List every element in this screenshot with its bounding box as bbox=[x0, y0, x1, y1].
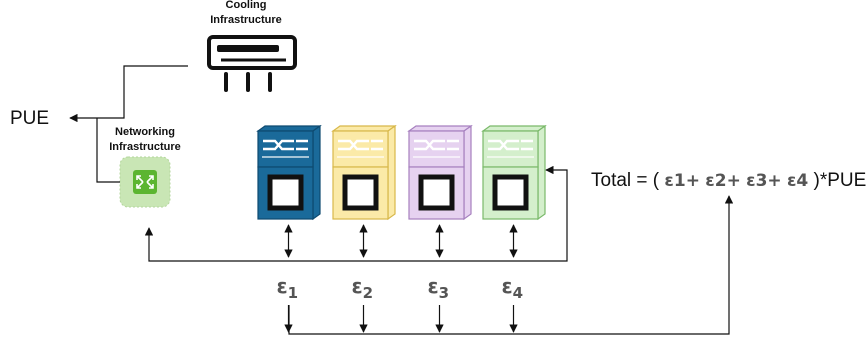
total-term-3-op: + bbox=[767, 171, 781, 191]
total-prefix: Total = ( bbox=[591, 170, 660, 191]
epsilon-subscript: 2 bbox=[363, 284, 373, 302]
epsilon-symbol: ε bbox=[502, 274, 513, 298]
total-suffix: )*PUE bbox=[814, 170, 866, 191]
epsilon-2-label: ε2 bbox=[352, 274, 374, 302]
server-4 bbox=[481, 124, 547, 221]
networking-label-line2: Infrastructure bbox=[109, 141, 181, 153]
total-term-4-sub: 4 bbox=[796, 171, 808, 191]
sum-bus-connector bbox=[288, 195, 734, 335]
total-term-4-eps: ε bbox=[787, 171, 796, 191]
cooling-to-pue-connector bbox=[69, 65, 188, 123]
epsilon-symbol: ε bbox=[352, 274, 363, 298]
total-term-2-eps: ε bbox=[705, 171, 714, 191]
pue-label: PUE bbox=[10, 108, 49, 129]
networking-label-line1: Networking bbox=[115, 126, 175, 138]
epsilon-4-label: ε4 bbox=[502, 274, 524, 302]
epsilon-symbol: ε bbox=[277, 274, 288, 298]
total-term-2-op: + bbox=[727, 171, 741, 191]
servers-group bbox=[256, 124, 547, 333]
epsilon-3-label: ε3 bbox=[428, 274, 450, 302]
cooling-label-line1: Cooling bbox=[226, 0, 267, 11]
total-term-3-sub: 3 bbox=[756, 171, 768, 191]
total-term-1-sub: 1 bbox=[674, 171, 686, 191]
epsilon-1-label: ε1 bbox=[277, 274, 299, 302]
total-term-2-sub: 2 bbox=[715, 171, 727, 191]
total-term-3-eps: ε bbox=[746, 171, 755, 191]
total-formula: Total = ( ε1+ ε2+ ε3+ ε4 )*PUE bbox=[591, 170, 866, 191]
network-switch-icon bbox=[119, 156, 171, 208]
network-to-pue-connector bbox=[96, 118, 120, 183]
epsilon-subscript: 4 bbox=[513, 284, 523, 302]
total-term-1-op: + bbox=[686, 171, 700, 191]
air-conditioner-icon bbox=[207, 35, 297, 92]
server-3 bbox=[407, 124, 473, 221]
epsilon-symbol: ε bbox=[428, 274, 439, 298]
total-term-1-eps: ε bbox=[664, 171, 673, 191]
epsilon-subscript: 1 bbox=[288, 284, 298, 302]
cooling-label-line2: Infrastructure bbox=[210, 14, 282, 26]
epsilon-subscript: 3 bbox=[439, 284, 449, 302]
server-1 bbox=[256, 124, 322, 221]
power-loop-connector bbox=[144, 165, 568, 262]
server-2 bbox=[331, 124, 397, 221]
